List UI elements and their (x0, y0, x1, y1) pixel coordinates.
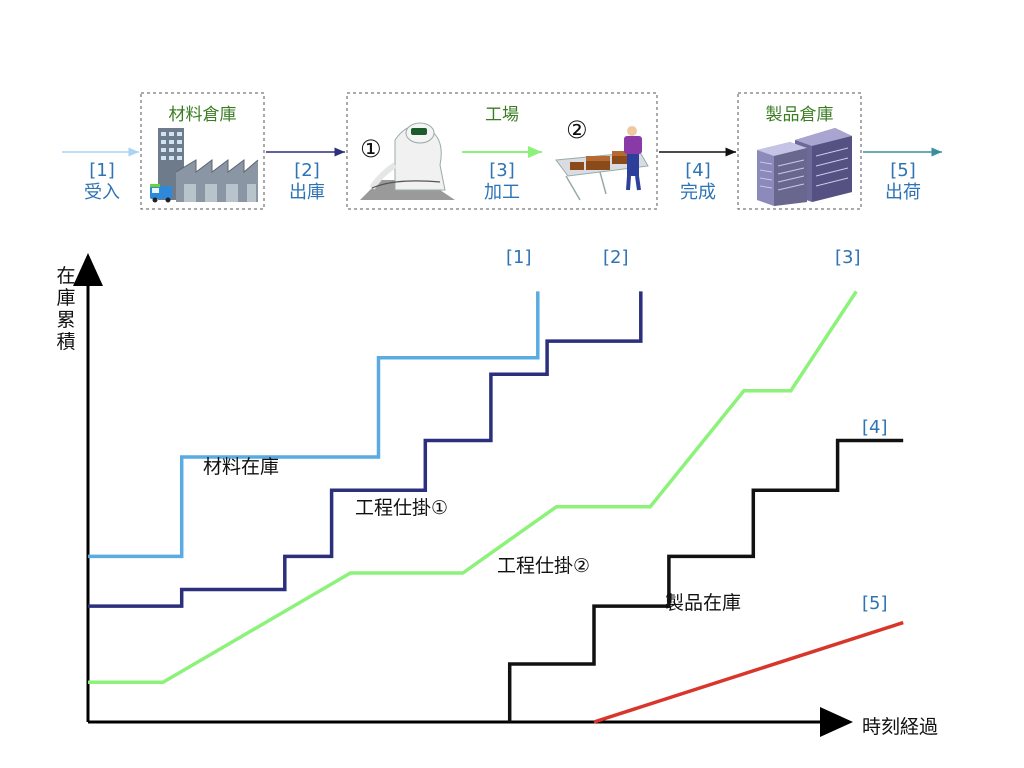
series-label-1: [1] (506, 247, 532, 268)
step-mark-1: ① (360, 135, 382, 163)
zone-label-material-stock: 材料在庫 (203, 456, 280, 478)
series-label-2: [2] (603, 247, 629, 268)
flow-label-3: [3] 加工 (472, 160, 532, 204)
series-label-4: [4] (862, 417, 888, 438)
flow-label-5: [5] 出荷 (873, 160, 933, 204)
flow-label-4: [4] 完成 (668, 160, 728, 204)
product-warehouse-box (737, 92, 862, 210)
factory-title: 工場 (485, 105, 519, 125)
flow-text-1: 受入 (84, 182, 120, 203)
series-layer (88, 290, 904, 724)
zone-label-product-stock: 製品在庫 (665, 592, 742, 614)
flow-text-2: 出庫 (289, 182, 325, 203)
factory-box (346, 92, 658, 210)
flow-tag-5: [5] (890, 160, 916, 181)
material-warehouse-title: 材料倉庫 (168, 105, 237, 125)
series-label-3: [3] (835, 247, 861, 268)
series-line-1 (88, 291, 540, 559)
series-line-3 (88, 290, 858, 685)
flow-text-4: 完成 (680, 182, 716, 203)
flow-tag-2: [2] (294, 160, 320, 181)
flow-tag-1: [1] (89, 160, 115, 181)
assembly-line-icon (555, 126, 649, 201)
flow-text-3: 加工 (484, 182, 520, 203)
zone-label-wip-2: 工程仕掛② (497, 555, 591, 577)
series-line-4 (507, 438, 904, 722)
flow-text-5: 出荷 (885, 182, 921, 203)
flow-tag-3: [3] (489, 160, 515, 181)
zone-label-wip-1: 工程仕掛① (355, 497, 449, 519)
series-label-5: [5] (862, 593, 888, 614)
series-line-5 (593, 620, 904, 724)
product-warehouse-title: 製品倉庫 (765, 105, 834, 125)
y-axis-label: 在庫累積 (56, 265, 76, 353)
material-warehouse-box (140, 92, 265, 210)
series-line-2 (88, 291, 643, 608)
step-mark-2: ② (566, 116, 588, 144)
product-warehouse-building-icon (757, 128, 852, 206)
cleanroom-worker-icon (360, 122, 455, 200)
warehouse-building-icon (150, 128, 259, 203)
flow-tag-4: [4] (685, 160, 711, 181)
flow-label-1: [1] 受入 (72, 160, 132, 204)
x-axis-label: 時刻経過 (862, 716, 939, 738)
flow-label-2: [2] 出庫 (277, 160, 337, 204)
